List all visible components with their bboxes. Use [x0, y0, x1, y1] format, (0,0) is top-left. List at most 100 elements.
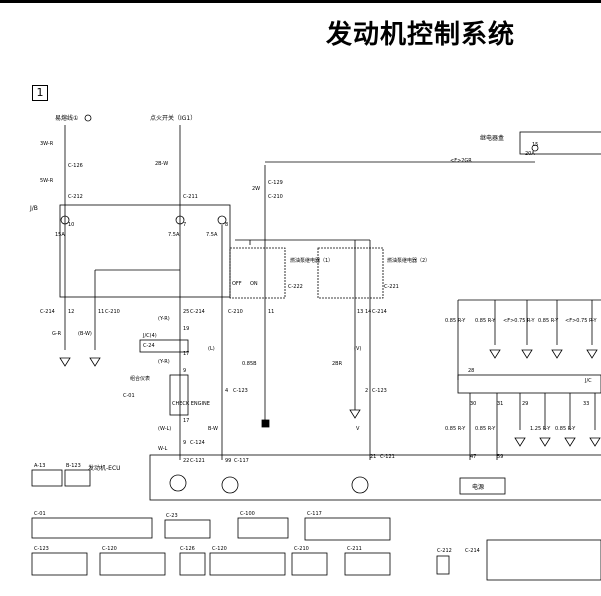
connector-label: C-210 [228, 309, 243, 315]
connector-label: C-211 [347, 546, 362, 552]
pin-label: 29 [522, 401, 528, 407]
connector-label: C-01 [34, 511, 46, 517]
wire-label: (V) [354, 346, 361, 352]
wire-label: 0.85 R-Y [555, 426, 576, 432]
pin-label: 21 [370, 454, 376, 460]
connector-label: C-123 [372, 388, 387, 394]
pin-label: 13 [357, 309, 363, 315]
pin-label: 59 [497, 454, 503, 460]
wire-label: 1.25 R-Y [530, 426, 551, 432]
connector-label: C-210 [105, 309, 120, 315]
wire-label: 0.85B [242, 361, 257, 367]
pin-label: 25 [183, 309, 189, 315]
connector-label: C-214 [190, 309, 205, 315]
power-label: 电源 [472, 483, 484, 491]
wire-label: 0.85 R-Y [475, 426, 496, 432]
connector-label: C-212 [437, 548, 452, 554]
wire-label: (Y-R) [158, 316, 170, 322]
fuse-label: 8 [225, 222, 228, 228]
connector-label: C-214 [40, 309, 55, 315]
relay-off: OFF [232, 281, 242, 287]
connector-label: C-117 [307, 511, 322, 517]
wire-label: G-R [52, 331, 62, 337]
connector-label: C-24 [143, 343, 155, 349]
connector-label: C-212 [68, 194, 83, 200]
pin-label: 12 [68, 309, 74, 315]
fuse-rating: 15A [55, 232, 65, 238]
wire-label: 0.85 R-Y [538, 318, 559, 324]
ignition-label: 点火开关（IG1） [150, 114, 196, 122]
connector-label: C-221 [384, 284, 399, 290]
check-engine-label: CHECK ENGINE [172, 401, 210, 407]
connector-label: C-01 [123, 393, 135, 399]
wire-label: 5W-R [40, 178, 54, 184]
right-wire-labels: 0.85 R-Y 0.85 R-Y <F>0.75 R-Y 0.85 R-Y <… [445, 318, 597, 432]
connector-label: C-100 [240, 511, 255, 517]
pin-label: 22 [183, 458, 189, 464]
connector-label: C-120 [212, 546, 227, 552]
relay1-label: 燃油泵继电器（1） [290, 257, 333, 264]
connector-label: C-210 [294, 546, 309, 552]
meter-label: 组合仪表 [130, 375, 150, 382]
pin-label: 17 [183, 418, 189, 424]
pin-label: 17 [183, 351, 189, 357]
pin-label: 19 [183, 326, 189, 332]
wire-label: 0.85 R-Y [475, 318, 496, 324]
page-number: 1 [32, 85, 48, 101]
wire-label: 2BR [332, 361, 343, 367]
wire-label: (L) [208, 346, 215, 352]
fuse-label: 7 [183, 222, 186, 228]
wire-label: W-L [158, 446, 168, 452]
fuse-rating: 7.5A [168, 232, 180, 238]
bottom-connector-labels: A-13 B-123 C-01 C-23 C-100 C-117 C-123 C… [34, 463, 480, 554]
connector-label: C-124 [190, 440, 205, 446]
pin-label: 31 [497, 401, 503, 407]
relay2-label: 燃油泵继电器（2） [387, 257, 430, 264]
top-rule [0, 0, 601, 3]
pin-label: 30 [470, 401, 476, 407]
connector-label: C-117 [234, 458, 249, 464]
relay-fuse-label: 20A [525, 151, 535, 157]
wire-label: 0.85 R-Y [445, 318, 466, 324]
connector-label: C-120 [102, 546, 117, 552]
connector-label: C-222 [288, 284, 303, 290]
wire-label: <F>2GR [450, 158, 472, 164]
jc4-label: J/C(4) [142, 333, 157, 339]
connector-label: C-210 [268, 194, 283, 200]
jb-box [59, 204, 231, 298]
pin-label: 33 [583, 401, 589, 407]
connector-label: C-126 [68, 163, 83, 169]
connector-label: C-214 [465, 548, 480, 554]
fuse-rating: 7.5A [206, 232, 218, 238]
wire-label: 2B-W [155, 161, 168, 167]
connector-label: C-123 [34, 546, 49, 552]
wire-label: (W-L) [158, 426, 171, 432]
connector-label: C-214 [372, 309, 387, 315]
pin-label: 11 [268, 309, 274, 315]
jc-right-label: J/C [584, 378, 592, 384]
wire-label: (B-W) [78, 331, 92, 337]
wire-label: 0.85 R-Y [445, 426, 466, 432]
relay-box-label: 继电器盒 [480, 134, 504, 142]
pin-label: 2 [365, 388, 368, 394]
wire-label: B-W [208, 426, 218, 432]
battery-label: 易熔线① [55, 114, 78, 122]
jb-label: J/B [29, 205, 38, 212]
wire-label: <F>0.75 R-Y [565, 318, 597, 324]
pin-label: 9 [183, 368, 186, 374]
connector-label: C-129 [268, 180, 283, 186]
connector-label: C-121 [190, 458, 205, 464]
ecu-label: 发动机-ECU [88, 464, 121, 472]
pin-label: 14 [365, 309, 371, 315]
wire-label: 3W-R [40, 141, 54, 147]
wire-label: V [356, 426, 360, 432]
connector-label: B-123 [66, 463, 81, 469]
pin-label: 9 [183, 440, 186, 446]
pin-label: 28 [468, 368, 474, 374]
connector-label: C-123 [233, 388, 248, 394]
wire-label: (Y-R) [158, 359, 170, 365]
fuse-label: 10 [68, 222, 74, 228]
wire-label: 2W [252, 186, 260, 192]
pin-label: 99 [225, 458, 231, 464]
